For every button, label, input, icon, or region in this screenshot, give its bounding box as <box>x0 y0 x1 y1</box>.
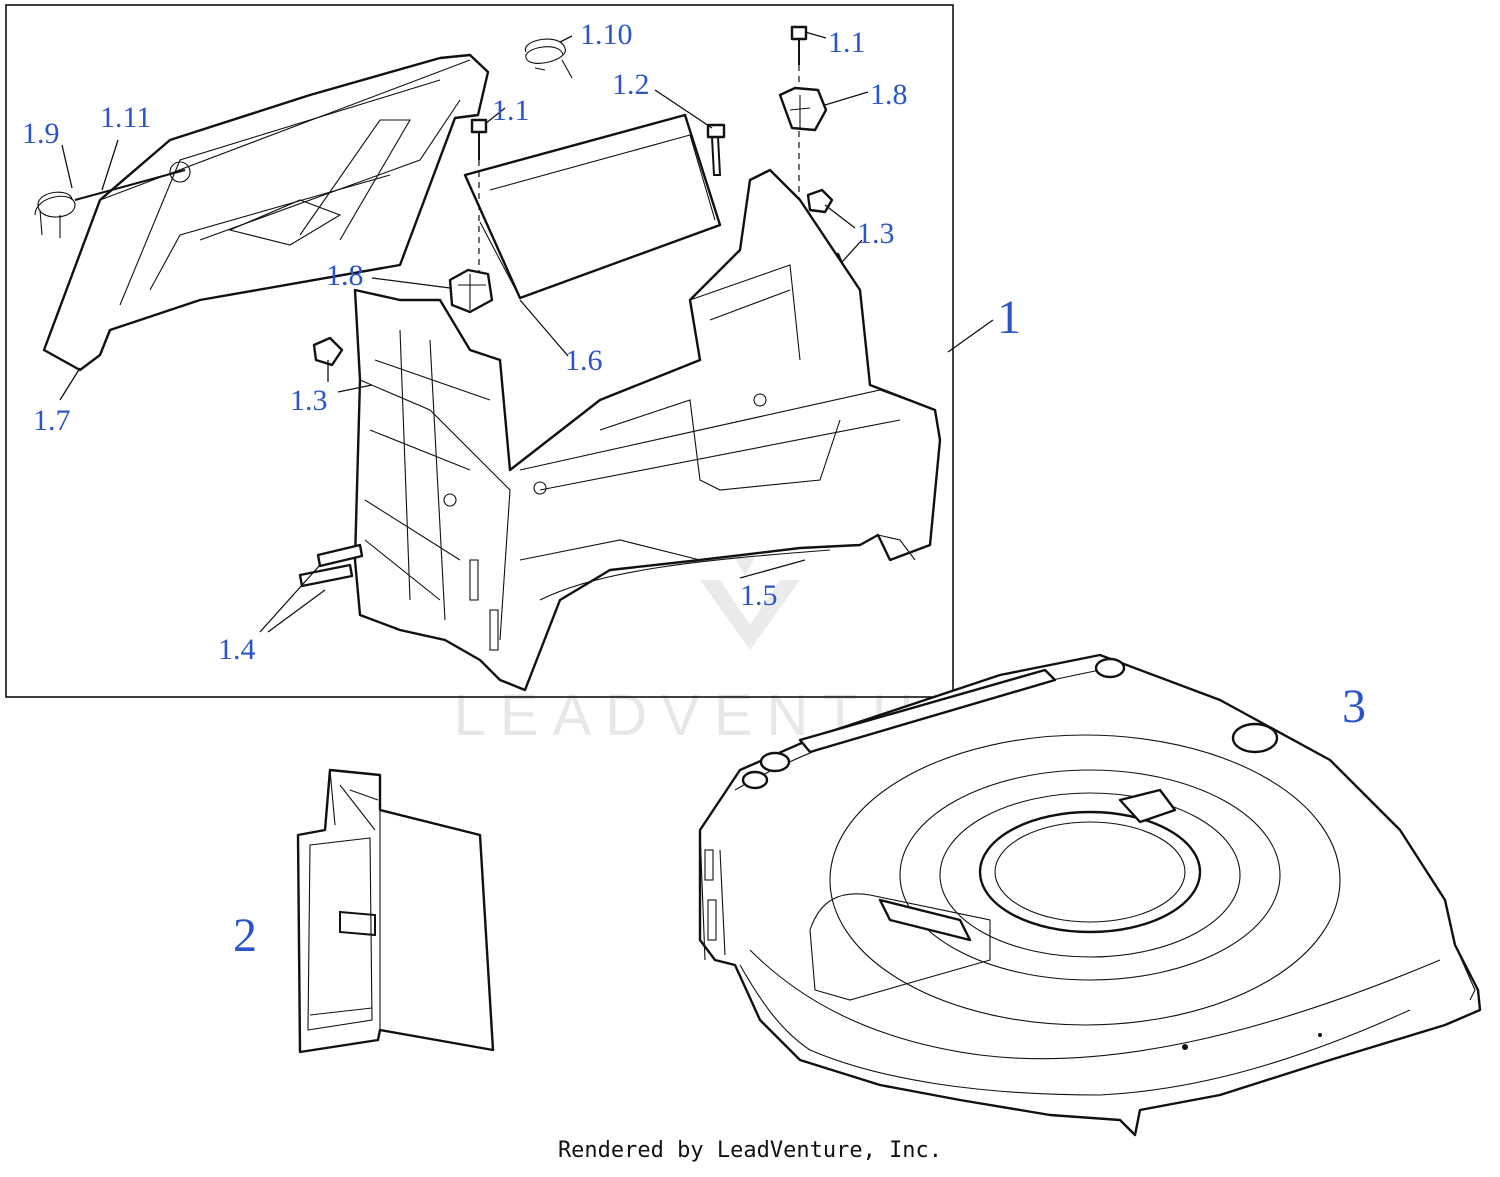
callout-1-9: 1.9 <box>22 117 60 150</box>
callout-1-5: 1.5 <box>740 579 778 612</box>
mower-deck-part <box>698 653 1482 1137</box>
callout-1-2: 1.2 <box>612 68 650 101</box>
torsion-spring-part <box>525 38 573 79</box>
callout-1-3-right: 1.3 <box>857 217 895 250</box>
callout-1-7: 1.7 <box>33 404 71 437</box>
footer-credit: Rendered by LeadVenture, Inc. <box>557 1138 943 1163</box>
nut-part-right-upper <box>806 188 834 214</box>
callout-1-1-top: 1.1 <box>828 26 866 59</box>
assembly-frame <box>5 4 954 698</box>
callout-1-3-left: 1.3 <box>290 384 328 417</box>
flap-part <box>463 113 722 300</box>
callout-1-6: 1.6 <box>565 344 603 377</box>
clip-part-left <box>448 268 494 314</box>
leader-lines <box>59 31 994 633</box>
rear-housing-part <box>353 168 942 692</box>
clip-part-top <box>778 86 828 132</box>
mulch-plug-part <box>296 768 495 1054</box>
rod-part <box>74 169 186 201</box>
nut-part-left <box>312 336 344 367</box>
callout-2: 2 <box>233 909 257 962</box>
callout-1-8-top: 1.8 <box>870 78 908 111</box>
callout-1-1-mid: 1.1 <box>492 94 530 127</box>
callout-1-4: 1.4 <box>218 633 256 666</box>
callout-1-8-left: 1.8 <box>326 259 364 292</box>
spring-part <box>34 191 76 238</box>
hood-frame-part <box>42 53 490 372</box>
callout-1-10: 1.10 <box>580 18 633 51</box>
callout-1: 1 <box>997 291 1021 344</box>
callout-1-11: 1.11 <box>100 101 151 134</box>
pin-part <box>298 543 364 588</box>
bolt-part-center <box>706 123 726 176</box>
callout-3: 3 <box>1342 680 1366 733</box>
bolt-part-left <box>470 118 488 300</box>
